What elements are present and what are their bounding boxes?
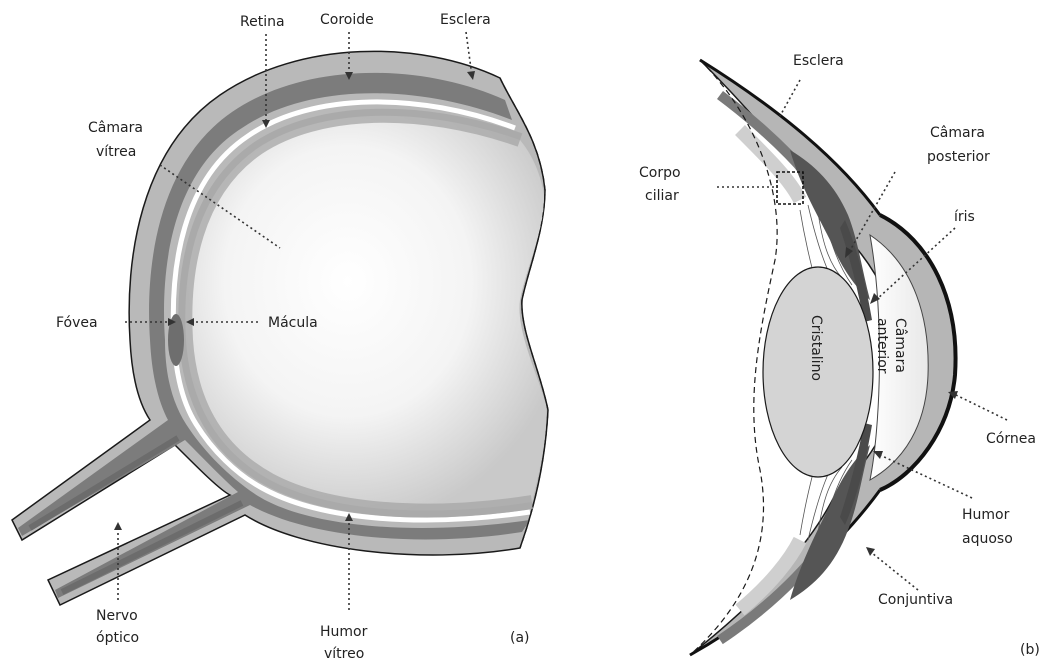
label-iris: íris [954,209,975,225]
label-cristalino: Cristalino [808,315,824,381]
label-nervo-optico-line2: óptico [96,630,139,646]
panel-b: Esclera Câmara posterior Corpo ciliar ír… [639,53,1040,658]
label-camara-posterior-line2: posterior [927,149,990,165]
label-esclera-a: Esclera [440,12,491,28]
label-camara-anterior-line1: Câmara [892,318,908,373]
caption-b: (b) [1020,642,1040,658]
label-retina: Retina [240,14,285,30]
label-fovea: Fóvea [56,315,98,331]
label-humor-aquoso-line1: Humor [962,507,1010,523]
label-humor-vitreo-line1: Humor [320,624,368,640]
label-nervo-optico-line1: Nervo [96,608,138,624]
label-camara-posterior-line1: Câmara [930,125,985,141]
caption-a: (a) [510,630,530,646]
label-corpo-ciliar-line2: ciliar [645,188,679,204]
label-coroide: Coroide [320,12,374,28]
label-corpo-ciliar-line1: Corpo [639,165,681,181]
label-camara-anterior-line2: anterior [874,318,890,374]
panel-a: Retina Coroide Esclera Câmara vítrea Fóv… [12,12,548,662]
label-conjuntiva: Conjuntiva [878,592,953,608]
label-humor-vitreo-line2: vítreo [324,646,364,662]
label-macula: Mácula [268,315,318,331]
label-humor-aquoso-line2: aquoso [962,531,1013,547]
label-cornea: Córnea [986,431,1036,447]
label-camara-vitrea-line2: vítrea [96,144,136,160]
label-camara-vitrea-line1: Câmara [88,120,143,136]
label-esclera-b: Esclera [793,53,844,69]
